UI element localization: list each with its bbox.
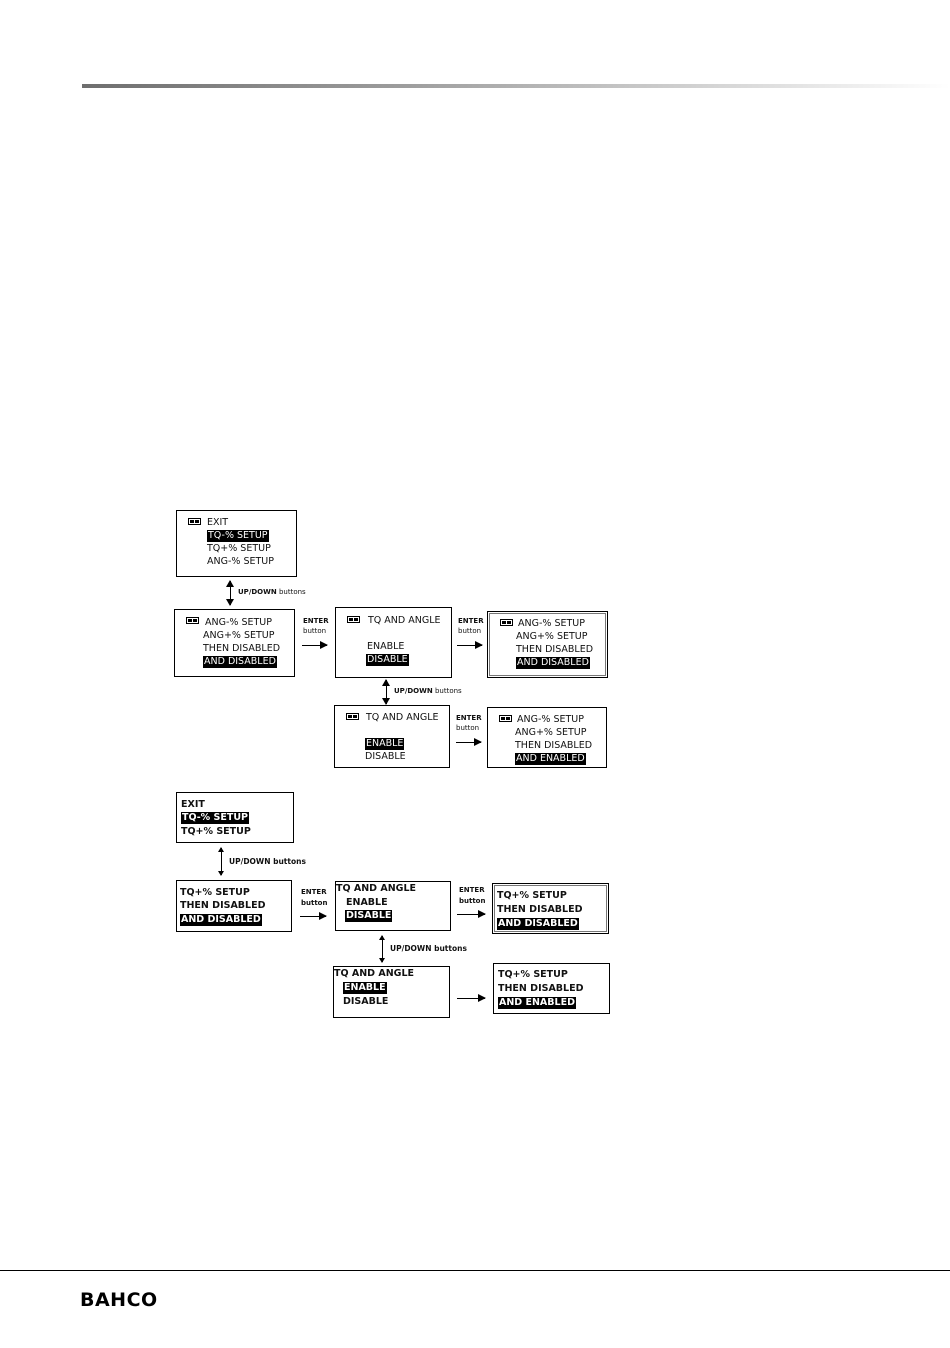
battery-icon [186,617,199,624]
updown-arrow [379,935,385,963]
screen-title: TQ AND ANGLE [334,968,415,979]
enter-arrow [300,912,327,920]
screen-title: TQ AND ANGLE [366,712,439,723]
option-disable: DISABLE [365,751,406,762]
lcd-main-menu: EXIT TQ-% SETUP TQ+% SETUP [176,792,294,843]
battery-icon [500,619,513,626]
button-label: button [456,724,480,732]
battery-icon [347,616,360,623]
list-item: THEN DISABLED [497,904,583,915]
list-item-selected: AND DISABLED [497,918,579,930]
menu-item-tq-plus: TQ+% SETUP [207,543,271,554]
updown-label: UP/DOWN buttons [390,944,467,953]
enter-arrow [456,738,482,746]
list-item: THEN DISABLED [515,740,593,751]
enter-arrow [457,994,486,1002]
lcd-tq-angle-enable: TQ AND ANGLE ENABLE DISABLE [334,705,450,768]
enter-label: ENTER [301,888,327,896]
enter-arrow [302,641,328,649]
menu-item-tq-minus-selected: TQ-% SETUP [181,812,249,824]
list-item: ANG-% SETUP [518,618,585,629]
list-item: THEN DISABLED [180,900,266,911]
updown-label: UP/DOWN buttons [238,588,306,596]
bahco-logo: BAHCO [80,1289,158,1311]
enter-label: ENTER [458,617,484,625]
list-item: TQ+% SETUP [180,887,250,898]
lcd-tq-angle-enable: TQ AND ANGLE ENABLE DISABLE [333,966,450,1018]
option-enable: ENABLE [346,897,388,908]
lcd-tq-setup-list: TQ+% SETUP THEN DISABLED AND DISABLED [176,880,292,932]
list-item-selected: AND ENABLED [498,997,576,1009]
lcd-result-disabled: TQ+% SETUP THEN DISABLED AND DISABLED [492,883,609,934]
list-item: TQ+% SETUP [497,890,567,901]
button-label: button [301,899,328,907]
screen-title: TQ AND ANGLE [336,883,417,894]
header-rule [82,84,950,88]
list-item: ANG+% SETUP [203,630,275,641]
enter-label: ENTER [303,617,329,625]
list-item: TQ+% SETUP [498,969,568,980]
button-label: button [458,627,482,635]
lcd-result-enabled: TQ+% SETUP THEN DISABLED AND ENABLED [493,963,610,1014]
list-item-selected: AND DISABLED [516,657,590,669]
updown-arrow [226,580,234,606]
menu-item-tq-plus: TQ+% SETUP [181,826,251,837]
updown-label: UP/DOWN buttons [229,857,306,866]
lcd-result-disabled: ANG-% SETUP ANG+% SETUP THEN DISABLED AN… [487,611,608,678]
screen-title: TQ AND ANGLE [368,615,441,626]
menu-item-exit: EXIT [207,517,229,528]
lcd-tq-angle-disable: TQ AND ANGLE ENABLE DISABLE [335,607,452,678]
battery-icon [346,713,359,720]
list-item: ANG-% SETUP [517,714,584,725]
updown-label: UP/DOWN buttons [394,687,462,695]
battery-icon [499,715,512,722]
enter-arrow [457,641,483,649]
battery-icon [188,518,201,525]
enter-label: ENTER [459,886,485,894]
button-label: button [303,627,327,635]
footer-rule [0,1270,950,1271]
enter-label: ENTER [456,714,482,722]
option-disable: DISABLE [343,996,389,1007]
list-item: THEN DISABLED [516,644,594,655]
option-enable-selected: ENABLE [365,738,405,750]
list-item-selected: AND DISABLED [180,914,262,926]
button-label: button [459,897,486,905]
list-item: ANG+% SETUP [516,631,588,642]
menu-item-exit: EXIT [181,799,205,810]
option-enable-selected: ENABLE [343,982,387,994]
option-disable-selected: DISABLE [366,654,409,666]
list-item-selected: AND DISABLED [203,656,277,668]
lcd-ang-setup-list: ANG-% SETUP ANG+% SETUP THEN DISABLED AN… [174,609,295,677]
list-item: ANG+% SETUP [515,727,587,738]
updown-arrow [218,847,224,876]
list-item: THEN DISABLED [203,643,281,654]
list-item: ANG-% SETUP [205,617,272,628]
list-item-selected: AND ENABLED [515,753,586,765]
lcd-main-menu: EXIT TQ-% SETUP TQ+% SETUP ANG-% SETUP [176,510,297,577]
lcd-tq-angle-disable: TQ AND ANGLE ENABLE DISABLE [335,881,451,931]
updown-arrow [382,679,390,705]
menu-item-tq-minus-selected: TQ-% SETUP [207,530,269,542]
option-enable: ENABLE [367,641,405,652]
list-item: THEN DISABLED [498,983,584,994]
option-disable-selected: DISABLE [345,910,393,922]
menu-item-ang-minus: ANG-% SETUP [207,556,274,567]
lcd-result-enabled: ANG-% SETUP ANG+% SETUP THEN DISABLED AN… [487,707,607,768]
enter-arrow [457,910,486,918]
